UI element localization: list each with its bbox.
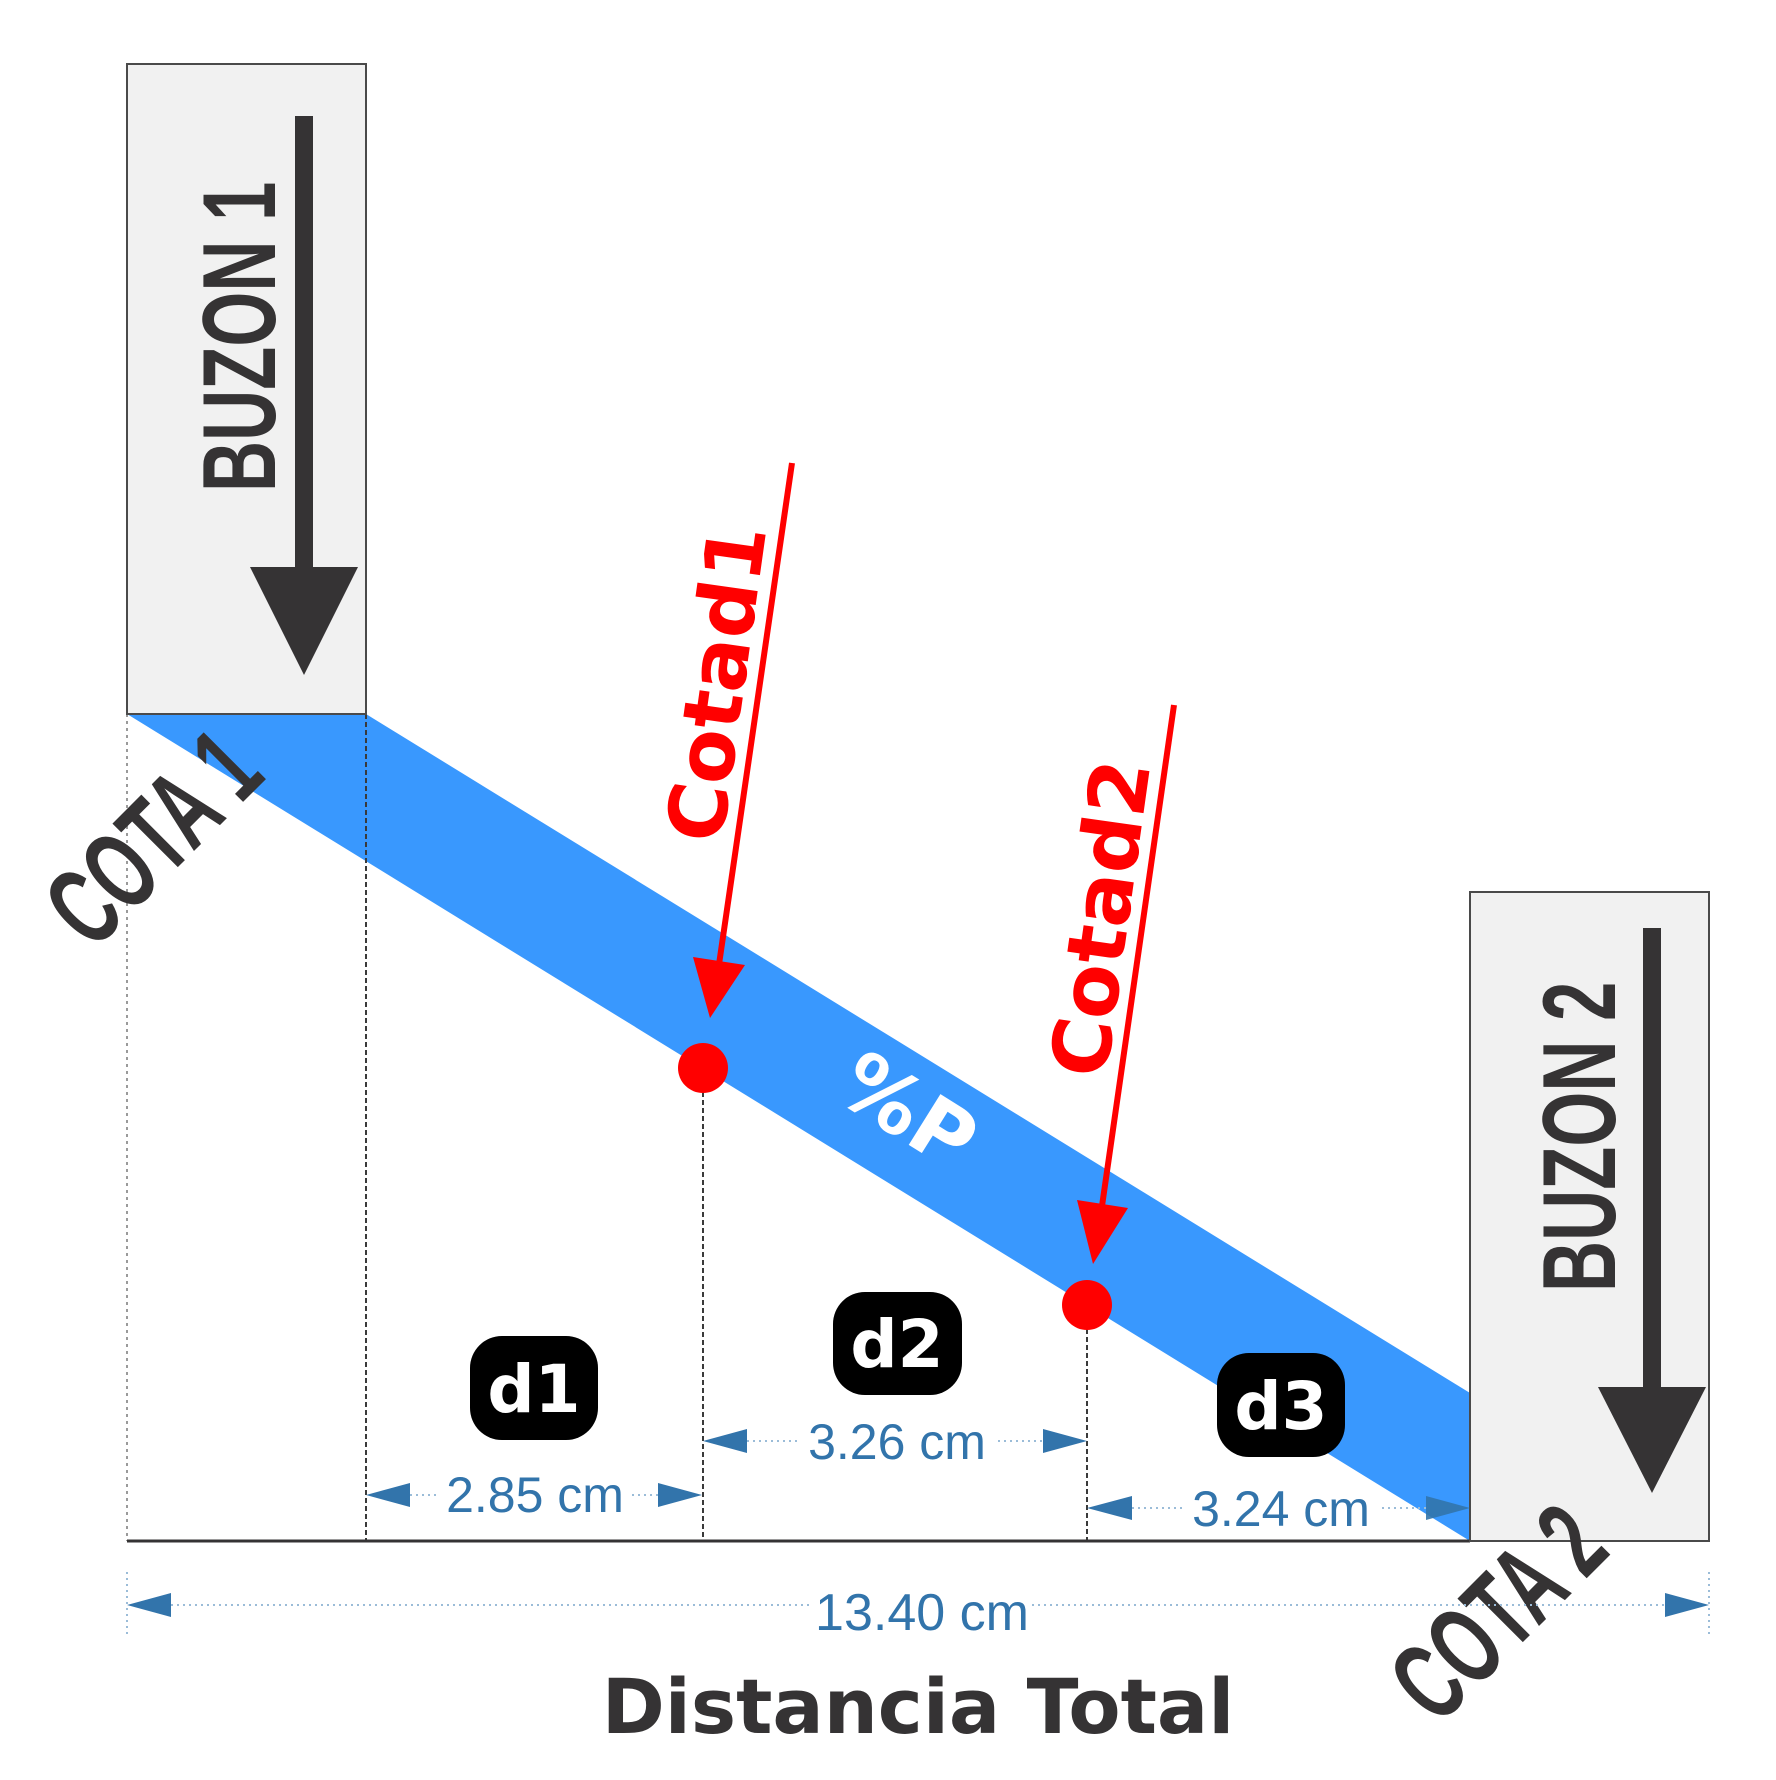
segment-badge-d2: d2	[833, 1292, 962, 1395]
dimension-d3-value: 3.24 cm	[1192, 1481, 1370, 1537]
cotad2-label: Cotad2	[1033, 754, 1169, 1083]
cotad2-point	[1062, 1280, 1112, 1330]
arrowhead-icon	[1077, 1200, 1128, 1264]
total-distance-caption: Distancia Total	[602, 1662, 1235, 1751]
segment-badge-d1-label: d1	[487, 1351, 580, 1428]
dimension-arrow-right-icon	[658, 1483, 702, 1507]
dimension-arrow-left-icon	[366, 1483, 410, 1507]
manhole-2-label: BUZON 2	[1520, 982, 1637, 1292]
dimension-arrow-right-icon	[1665, 1593, 1709, 1617]
dimension-arrow-right-icon	[1426, 1496, 1470, 1520]
manhole-2: BUZON 2	[1469, 891, 1710, 1542]
dimension-arrow-right-icon	[1043, 1429, 1087, 1453]
arrow-down-icon	[1598, 928, 1706, 1493]
dimension-arrow-left-icon	[1087, 1496, 1132, 1520]
arrowhead-icon	[693, 957, 745, 1018]
arrow-line-icon	[713, 462, 795, 986]
dimension-d1-value: 2.85 cm	[446, 1467, 624, 1523]
segment-badge-d3: d3	[1217, 1353, 1345, 1457]
manhole-1-label: BUZON 1	[180, 182, 297, 492]
dimension-d2-value: 3.26 cm	[808, 1414, 986, 1470]
segment-badge-d3-label: d3	[1234, 1368, 1327, 1445]
dimension-total: 13.40 cm	[126, 1572, 1710, 1642]
dimension-d1: 2.85 cm	[366, 1467, 702, 1523]
arrow-line-icon	[1097, 704, 1177, 1221]
dimension-d2: 3.26 cm	[703, 1414, 1087, 1470]
manhole-1: BUZON 1	[126, 63, 367, 715]
segment-badge-d1: d1	[470, 1336, 598, 1440]
arrow-down-icon	[250, 116, 358, 675]
dimension-total-value: 13.40 cm	[815, 1584, 1029, 1642]
cotad1-point	[678, 1043, 728, 1093]
dimension-d3: 3.24 cm	[1087, 1481, 1470, 1537]
cotad1-label: Cotad1	[649, 519, 785, 848]
dimension-arrow-left-icon	[127, 1593, 171, 1617]
pipe-slope-band	[127, 714, 1470, 1541]
dimension-arrow-left-icon	[703, 1429, 747, 1453]
segment-badge-d2-label: d2	[850, 1306, 943, 1383]
